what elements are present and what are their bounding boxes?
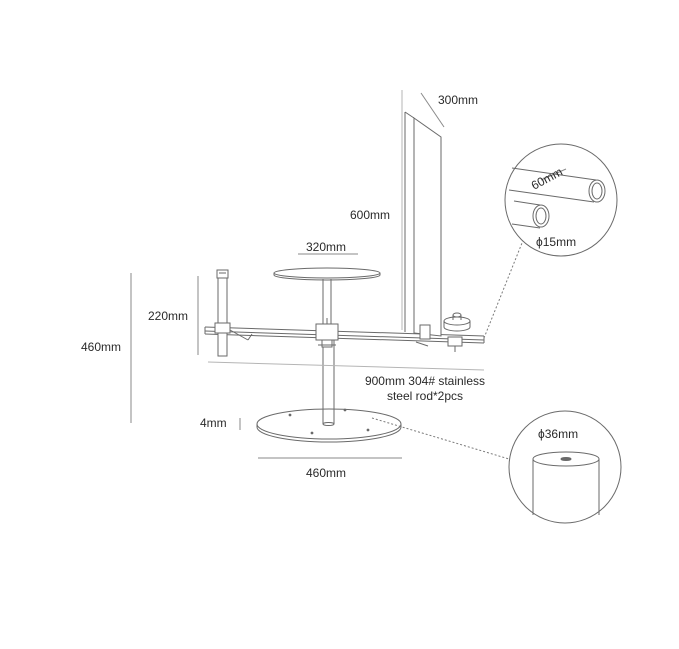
callout-pole xyxy=(508,410,622,524)
center-pole xyxy=(322,340,335,426)
base-thickness-label: 4mm xyxy=(200,416,227,430)
rod-note-line1: 900mm 304# stainless xyxy=(364,374,486,388)
leader-rods xyxy=(483,227,529,339)
base-diameter-label: 460mm xyxy=(306,466,347,480)
base-plate xyxy=(256,408,402,443)
dim-line-rod-length xyxy=(207,361,485,371)
pole-diameter-label: ϕ36mm xyxy=(538,427,579,441)
rod-note-line2: steel rod*2pcs xyxy=(386,389,464,403)
steel-rods xyxy=(204,326,485,344)
vertical-panel xyxy=(404,111,442,337)
panel-height-label: 300mm xyxy=(438,93,479,107)
tray-diameter-label: 320mm xyxy=(306,240,347,254)
callout-rods xyxy=(504,143,618,257)
leader-pole xyxy=(371,417,510,460)
total-height-label: 460mm xyxy=(81,340,122,354)
left-post xyxy=(214,269,253,357)
rod-diameter-label: ϕ15mm xyxy=(536,235,577,249)
right-clamp xyxy=(415,312,471,352)
tray xyxy=(273,267,381,327)
panel-length-label: 600mm xyxy=(350,208,391,222)
center-clamp xyxy=(315,318,339,348)
clamp-height-label: 220mm xyxy=(148,309,189,323)
dim-line-panel-height xyxy=(420,92,445,128)
